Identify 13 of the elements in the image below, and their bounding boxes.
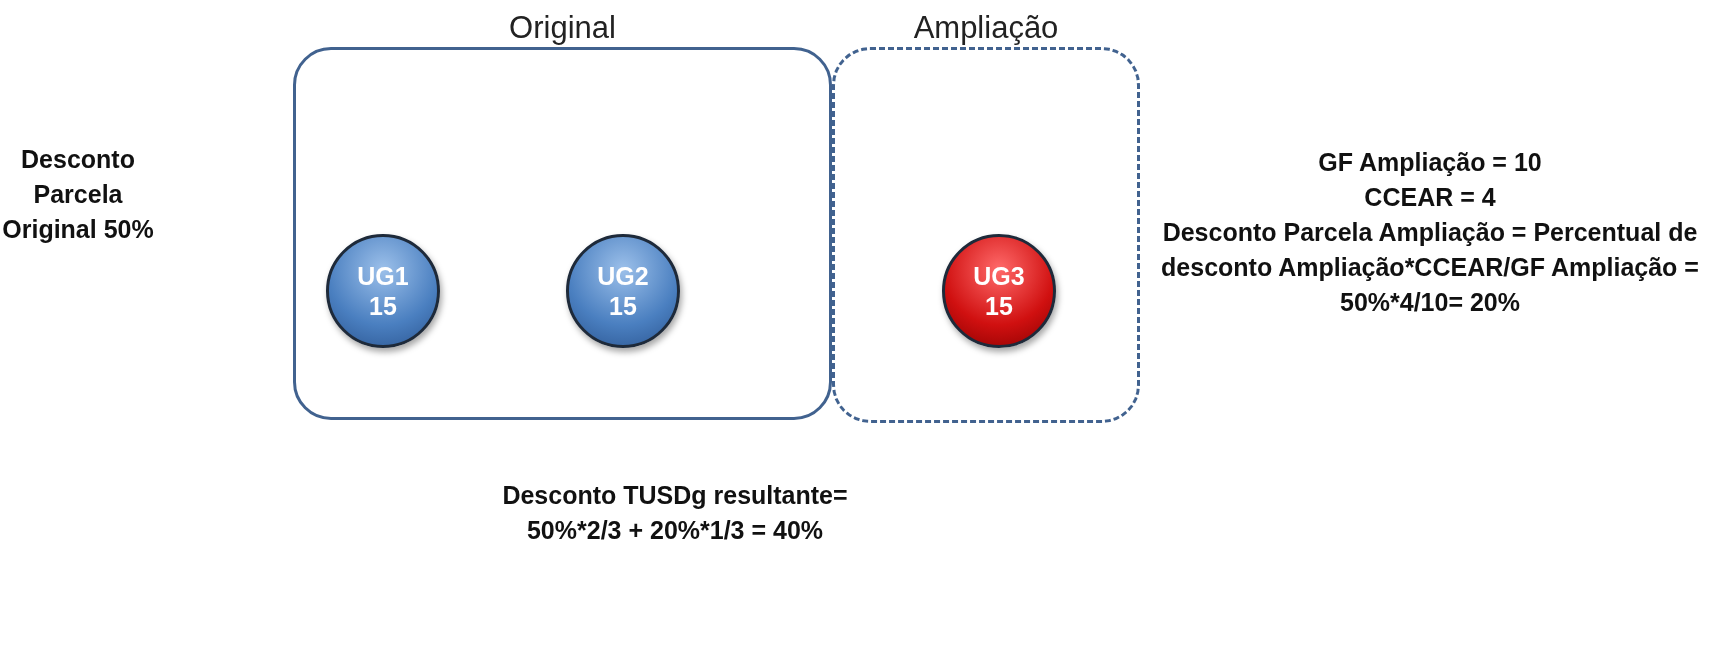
formula-text: CCEAR = 4	[1363, 182, 1497, 213]
group-heading: Original	[508, 10, 617, 46]
node-label: 15	[369, 291, 397, 321]
formula-text: Desconto TUSDg resultante= 50%*2/3 + 20%*1/3 = 40%	[501, 480, 849, 546]
formula-text: Desconto Parcela Original 50%	[1, 144, 155, 245]
node-label: 15	[609, 291, 637, 321]
node-label: UG2	[597, 261, 649, 291]
formula-text: GF Ampliação = 10	[1317, 147, 1543, 178]
node-label: UG1	[357, 261, 409, 291]
node-label: 15	[985, 291, 1013, 321]
node-label: UG3	[973, 261, 1025, 291]
group-heading: Ampliação	[912, 10, 1060, 46]
formula-text: Desconto Parcela Ampliação = Percentual de desconto Ampliação*CCEAR/GF Ampliação = 50%*4/10= 20%	[1160, 217, 1700, 318]
